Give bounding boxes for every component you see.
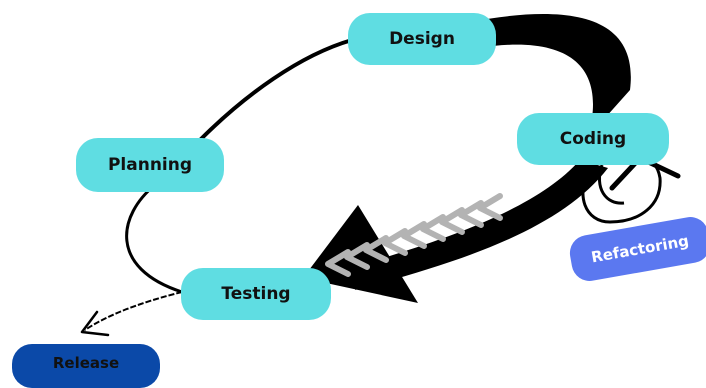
chevron [420, 214, 446, 242]
chevron [401, 221, 427, 249]
chevron [363, 235, 389, 263]
design-to-coding-band [470, 14, 631, 118]
chevron [477, 193, 503, 221]
chevron [439, 207, 465, 235]
release-arrowhead [80, 310, 110, 337]
planning-to-testing-connector [125, 183, 183, 294]
chevron [458, 200, 484, 228]
cycle-diagram [80, 14, 681, 337]
chevron [382, 228, 408, 256]
coding-node: Coding [517, 113, 669, 165]
release-node: Release [12, 344, 160, 388]
chevron [344, 242, 370, 270]
testing-node: Testing [181, 268, 331, 320]
refactoring-loop-inner [598, 164, 625, 205]
cycle-arrowhead [303, 205, 418, 303]
testing-to-release-arrow [84, 291, 183, 331]
planning-to-design-connector [198, 38, 353, 142]
planning-node: Planning [76, 138, 224, 192]
design-node: Design [348, 13, 496, 65]
chevron [325, 249, 351, 277]
direction-chevrons [325, 193, 503, 277]
